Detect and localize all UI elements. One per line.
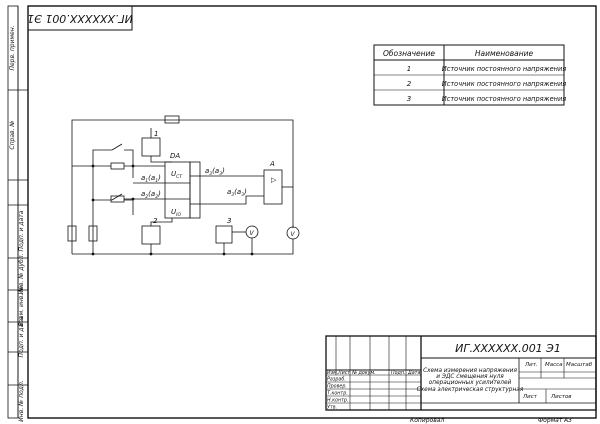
row-tkontr: Т.контр. [327,391,348,397]
side-sprav-no: Справ. № [9,120,16,149]
amplifier-label: A [269,160,275,168]
voltmeter-middle-label: V [250,230,255,237]
top-stamp-text: ИГ.ХХХХХХ.001 Э1 [27,12,133,25]
col-list: Лист [337,370,350,376]
col-podp: Подп. [391,370,406,376]
side-podp-data-1: Подп. и дата [18,210,25,251]
schematic: DA UCT UIO 1 2 a1(a1) a2(a2) a3(a3) a3(a… [67,115,300,256]
row-prov: Провер. [327,384,347,390]
block-masshtab: Масштаб [566,362,593,368]
table-header-oboz: Обозначение [383,49,435,58]
block-list: Лист [522,394,538,400]
title-line-1: Схема измерения напряжения [423,368,517,374]
top-stamp-box: ИГ.ХХХХХХ.001 Э1 [27,5,133,31]
table-row-3-naim: Источник постоянного напряжения [442,95,566,103]
title-line-3: операционных усилителей [429,380,512,386]
block-massa: Масса [545,362,563,368]
opamp-upper-supply: UCT [171,170,183,180]
block-listov: Листов [550,394,572,400]
table-row-2-oboz: 2 [407,80,412,88]
source-2-label: 2 [153,217,158,225]
side-strip: Перв. примен. Справ. № Подп. и дата Инв.… [7,5,28,422]
title-designation: ИГ.ХХХХХХ.001 Э1 [455,342,561,355]
col-data: Дата [407,370,420,376]
side-vzam-inv: Взам. инв. № [18,286,25,327]
col-doc: № докум. [351,370,376,376]
amplifier-triangle-icon: ▷ [271,176,277,184]
table-row-2-naim: Источник постоянного напряжения [442,80,566,88]
col-izm: Изм. [327,370,338,376]
source-2 [141,225,161,245]
output-1-label: a3(a3) [205,167,225,177]
kopiroval-label: Копировал [410,417,444,424]
side-inv-podl: Инв. № подл. [18,380,25,421]
table-row-1-naim: Источник постоянного напряжения [442,65,566,73]
left-resistor-1 [67,225,77,242]
voltmeter-right-label: V [291,231,296,238]
row-nkontr: Н.контр. [327,398,348,404]
title-line-2: и ЭДС смещения нуля [436,374,504,380]
title-line-4: Схема электрическая структурная [417,387,524,393]
input-1-label: a1(a1) [141,174,161,184]
element-table: Обозначение Наименование 1 Источник пост… [373,44,566,106]
row-utv: Утв. [327,405,337,411]
title-block: ИГ.ХХХХХХ.001 Э1 Схема измерения напряже… [325,335,597,424]
side-podp-data-2: Подп. и дата [18,316,25,357]
side-perv-primen: Перв. примен. [9,25,16,70]
source-3-label: 3 [227,217,231,225]
format-value: А3 [563,417,572,424]
table-row-1-oboz: 1 [407,65,411,73]
table-header-naim: Наименование [475,49,534,58]
table-row-3-oboz: 3 [407,95,411,103]
format-label: Формат [538,417,563,424]
source-1-label: 1 [154,130,158,138]
row-razrab: Разраб. [327,377,346,383]
side-inv-dubl: Инв. № дубл. [18,253,25,294]
opamp-da [164,161,191,219]
opamp-label: DA [170,152,180,160]
opamp-lower-supply: UIO [171,208,181,218]
source-3 [215,225,233,244]
input-2-label: a2(a2) [141,190,161,200]
block-lit: Лит. [524,362,538,368]
top-resistor [164,115,180,124]
sheet-frame [27,5,597,419]
source-1 [141,137,161,157]
output-2-label: a3(a3) [227,188,247,198]
